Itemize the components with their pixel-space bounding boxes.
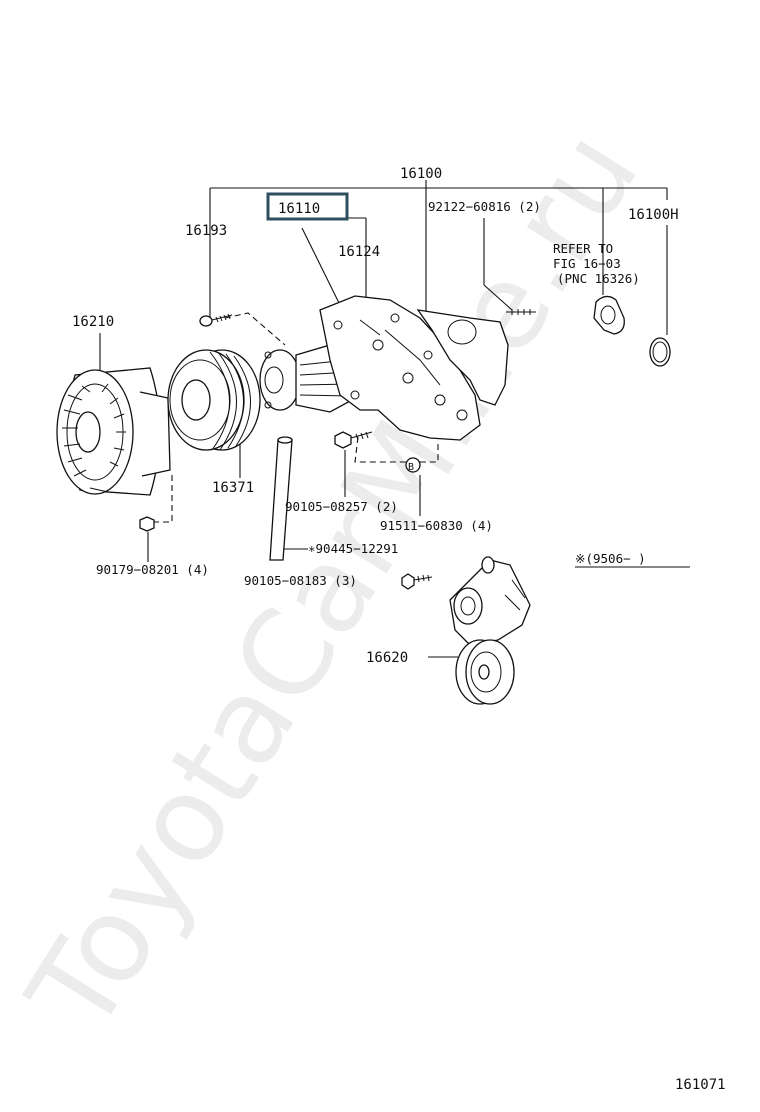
label-91511: 91511−60830 (4) xyxy=(380,518,493,533)
label-92122: 92122−60816 (2) xyxy=(428,199,541,214)
label-16371: 16371 xyxy=(212,480,254,496)
label-90445: ∗90445−12291 xyxy=(308,541,398,556)
refer-line-1: REFER TO xyxy=(553,241,613,256)
label-16100h: 16100H xyxy=(628,207,679,223)
fan-clutch-16210 xyxy=(56,367,171,496)
label-16110: 16110 xyxy=(278,201,320,217)
tensioner-16620 xyxy=(449,556,531,705)
gasket-16326 xyxy=(593,295,625,335)
label-16210: 16210 xyxy=(72,314,114,330)
label-16124: 16124 xyxy=(338,244,380,260)
label-90179: 90179−08201 (4) xyxy=(96,562,209,577)
refer-line-2: FIG 16−03 xyxy=(553,256,621,271)
leader-lines xyxy=(99,180,690,658)
label-90105-08257: 90105−08257 (2) xyxy=(285,499,398,514)
figure-number: 161071 xyxy=(675,1077,726,1093)
oring-16100h xyxy=(649,337,671,367)
refer-line-3: (PNC 16326) xyxy=(557,271,640,286)
dashed-guides xyxy=(150,312,439,523)
highlight-16110-box xyxy=(266,192,349,221)
label-90105-08183: 90105−08183 (3) xyxy=(244,573,357,588)
label-16100: 16100 xyxy=(400,166,442,182)
part-labels: 16100 16110 16193 16124 92122−60816 (2) … xyxy=(72,166,726,1093)
marker-b: B xyxy=(408,462,414,473)
label-16193: 16193 xyxy=(185,223,227,239)
label-16620: 16620 xyxy=(366,650,408,666)
bolts: B xyxy=(139,309,536,590)
note-date-range: ※(9506− ) xyxy=(575,551,646,566)
pulley-16371 xyxy=(167,349,261,451)
water-pump-assembly xyxy=(259,295,509,441)
